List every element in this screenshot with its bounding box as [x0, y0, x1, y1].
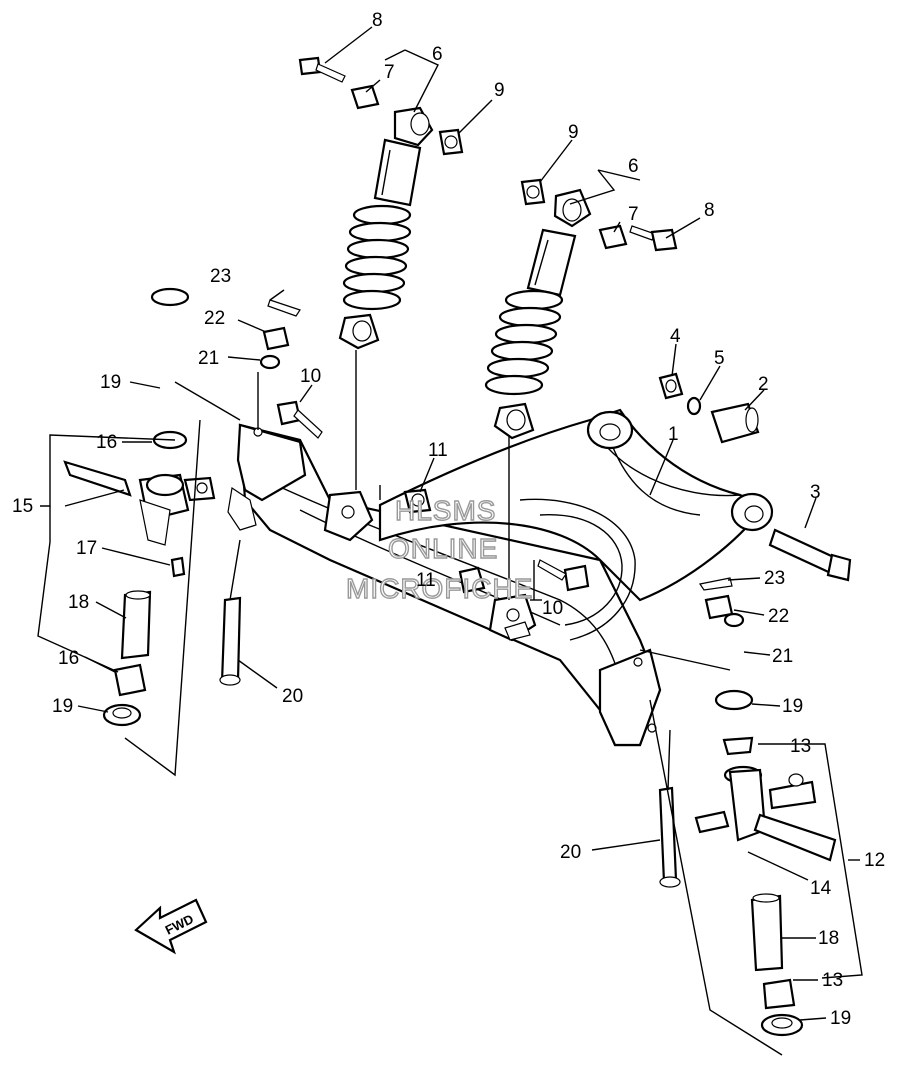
callout-10: 10: [300, 366, 321, 387]
callout-13: 13: [790, 736, 811, 757]
callout-20: 20: [560, 842, 581, 863]
callout-22: 22: [204, 308, 225, 329]
callout-23: 23: [764, 568, 785, 589]
right-spring: [484, 289, 564, 396]
callout-9: 9: [568, 122, 579, 143]
callout-6: 6: [628, 156, 639, 177]
shock-absorber-left: [298, 56, 464, 350]
callout-numbers: 8 6 7 9 9 6 7 8 23 22 21 10 19 4 5 2 1 1…: [12, 10, 885, 1029]
callout-10: 10: [542, 598, 563, 619]
callout-15: 15: [12, 496, 33, 517]
callout-4: 4: [670, 326, 681, 347]
callout-12: 12: [864, 850, 885, 871]
callout-7: 7: [628, 204, 639, 225]
callout-9: 9: [494, 80, 505, 101]
callout-2: 2: [758, 374, 769, 395]
callout-5: 5: [714, 348, 725, 369]
fwd-direction-arrow: FWD: [134, 898, 208, 955]
callout-21: 21: [198, 348, 219, 369]
callout-21: 21: [772, 646, 793, 667]
callout-11: 11: [416, 570, 436, 591]
callout-22: 22: [768, 606, 789, 627]
callout-20: 20: [282, 686, 303, 707]
callout-8: 8: [704, 200, 715, 221]
arm-bushing-parts: [658, 372, 852, 582]
right-knuckle-assembly: [658, 577, 837, 1037]
leader-lines: [37, 26, 863, 1056]
callout-13: 13: [822, 970, 843, 991]
callout-19: 19: [52, 696, 73, 717]
shock-absorber-right: [484, 178, 678, 440]
callout-16: 16: [96, 432, 117, 453]
callout-23: 23: [210, 266, 231, 287]
front-axle-beam: [227, 408, 774, 747]
left-spring: [342, 204, 412, 311]
bolts-and-nuts: [276, 400, 590, 594]
callout-6: 6: [432, 44, 443, 65]
callout-19: 19: [100, 372, 121, 393]
callout-17: 17: [76, 538, 97, 559]
callout-1: 1: [668, 424, 679, 445]
callout-18: 18: [818, 928, 839, 949]
callout-7: 7: [384, 62, 395, 83]
watermark-line-1: HLSMS: [395, 495, 496, 526]
callout-18: 18: [68, 592, 89, 613]
callout-3: 3: [810, 482, 821, 503]
callout-19: 19: [782, 696, 803, 717]
callout-14: 14: [810, 878, 832, 899]
callout-11: 11: [428, 440, 448, 461]
watermark: HLSMS ONLINE MICROFICHE: [345, 494, 533, 604]
callout-16: 16: [58, 648, 79, 669]
callout-19: 19: [830, 1008, 851, 1029]
watermark-line-3: MICROFICHE: [346, 573, 533, 604]
left-knuckle-assembly: [63, 287, 301, 727]
callout-8: 8: [372, 10, 383, 31]
watermark-line-2: ONLINE: [388, 533, 498, 564]
